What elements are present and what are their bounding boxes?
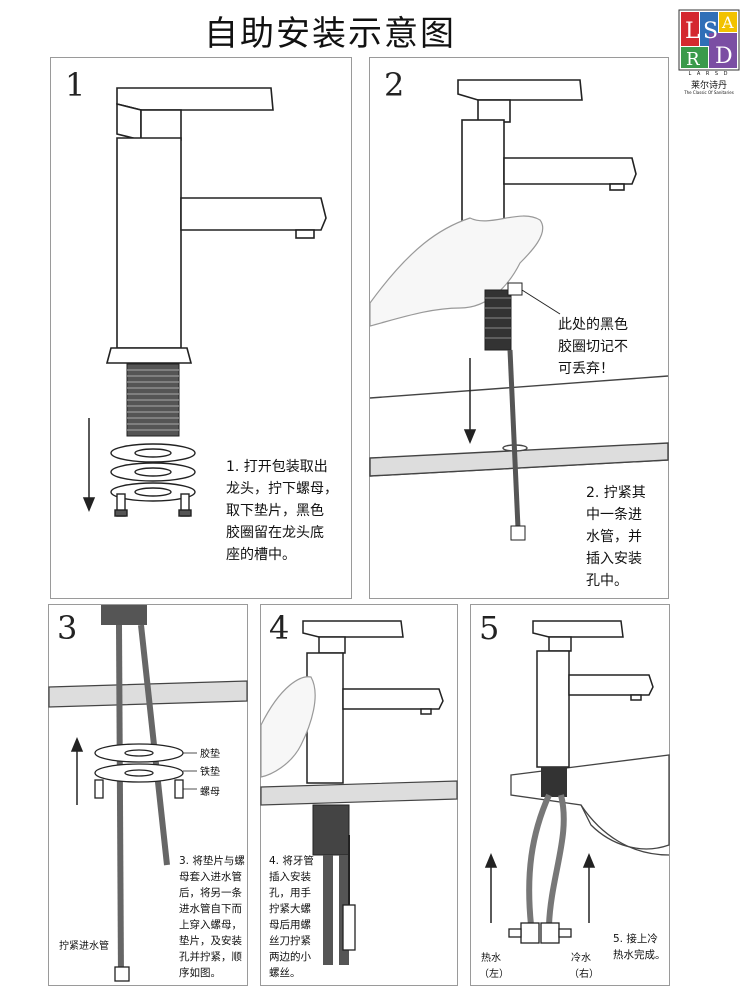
svg-text:S: S (703, 19, 718, 44)
down-arrow-icon (82, 418, 96, 512)
svg-text:R: R (686, 49, 700, 70)
label-cold-water: 冷水 (571, 953, 591, 964)
label-hot-side: （左） (479, 969, 509, 980)
down-arrow-icon (463, 358, 477, 444)
step-5-number: 5 (479, 609, 500, 647)
page-title: 自助安装示意图 (204, 14, 456, 54)
step-3-panel: 3 胶垫 铁垫 螺母 拧紧进水管 3. 将垫片与螺 母套入进水管 后，将另一条 … (48, 604, 248, 986)
svg-text:L: L (685, 19, 700, 44)
step-1-panel: 1 (50, 57, 352, 599)
brand-logo: L S A R D L A R S D 莱尔诗丹 The Classic Of … (677, 8, 741, 98)
svg-text:A: A (721, 13, 734, 32)
step-5-illustration (484, 620, 670, 944)
step-2-panel: 2 (369, 57, 669, 599)
label-nut: 螺母 (200, 787, 220, 798)
brand-name: 莱尔诗丹 (690, 81, 727, 91)
step-3-instructions: 3. 将垫片与螺 母套入进水管 后，将另一条 进水管自下而 上穿入螺母， 垫片，… (179, 855, 245, 979)
label-tighten-pipe: 拧紧进水管 (59, 941, 109, 952)
step-4-panel: 4 4. 将牙管 插入安装 孔，用手 拧紧大螺 母后用螺 丝刀拧紧 两边的小 螺… (260, 604, 458, 986)
svg-text:D: D (715, 44, 733, 69)
up-arrow-icon (484, 853, 596, 923)
step-2-callout: 此处的黑色 胶圈切记不 可丢弃！ (558, 317, 628, 377)
up-arrow-icon (70, 737, 84, 805)
label-rubber-washer: 胶垫 (200, 749, 220, 760)
brand-logo-graphic: L S A R D (678, 9, 740, 71)
step-5-instructions: 5. 接上冷 热水完成。 (613, 933, 666, 961)
step-4-illustration (260, 620, 458, 965)
step-2-illustration (369, 79, 669, 541)
step-1-illustration (82, 87, 327, 517)
stem-threads (127, 369, 179, 431)
label-hot-water: 热水 (481, 953, 501, 964)
step-5-panel: 5 热水 （左） 冷水 （右） 5. 接上冷 热水完成。 (470, 604, 670, 986)
brand-slogan: The Classic Of Sanitaries (684, 90, 734, 95)
step-4-number: 4 (269, 609, 290, 647)
step-4-instructions: 4. 将牙管 插入安装 孔，用手 拧紧大螺 母后用螺 丝刀拧紧 两边的小 螺丝。 (269, 855, 314, 979)
label-cold-side: （右） (569, 969, 599, 980)
step-3-number: 3 (57, 609, 78, 647)
step-1-number: 1 (65, 66, 86, 104)
step-3-illustration (48, 605, 248, 982)
step-2-number: 2 (384, 66, 405, 104)
step-1-instructions: 1. 打开包装取出 龙头，拧下螺母， 取下垫片，黑色 胶圈留在龙头底 座的槽中。 (226, 459, 338, 563)
step-2-instructions: 2. 拧紧其 中一条进 水管，并 插入安装 孔中。 (586, 485, 646, 589)
brand-tagline: L A R S D (688, 71, 730, 77)
label-iron-washer: 铁垫 (200, 767, 220, 778)
